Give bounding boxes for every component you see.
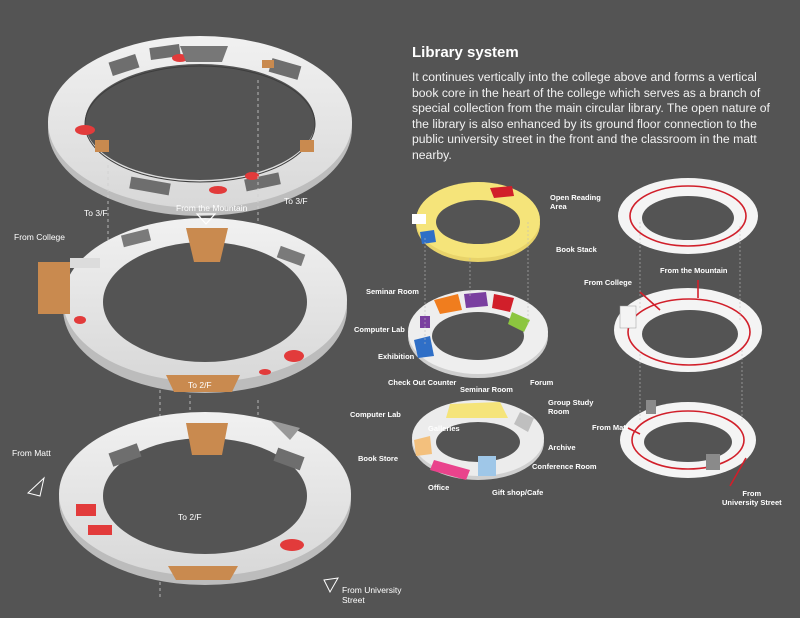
label-computer-lab-top: Computer Lab — [354, 325, 405, 334]
label-gift-shop-cafe: Gift shop/Cafe — [492, 488, 544, 497]
label-from-university-street: From University Street — [342, 585, 402, 605]
plan-level-3 — [48, 36, 352, 216]
label-galleries: Galleries — [428, 424, 460, 433]
label-circ-from-college: From College — [584, 278, 632, 287]
label-open-reading-area: Open Reading Area — [550, 193, 601, 211]
label-to-2f-low: To 2/F — [178, 512, 202, 522]
label-from-college: From College — [14, 232, 66, 242]
circulation-level-3 — [618, 178, 758, 254]
label-book-stack: Book Stack — [556, 245, 597, 254]
program-level-1 — [412, 400, 544, 480]
label-office: Office — [428, 483, 450, 492]
label-group-study-room: Group Study Room — [548, 398, 594, 416]
plan-level-1 — [26, 412, 351, 594]
label-circ-from-matt: From Matt — [592, 423, 629, 432]
label-forum: Forum — [530, 378, 554, 387]
label-circ-from-the-mountain: From the Mountain — [660, 266, 728, 275]
section-description: It continues vertically into the college… — [412, 70, 770, 162]
label-computer-lab-low: Computer Lab — [350, 410, 401, 419]
label-check-out-counter: Check Out Counter — [388, 378, 457, 387]
label-to-3f-left: To 3/F — [84, 208, 108, 218]
label-to-2f-mid: To 2/F — [188, 380, 212, 390]
label-to-3f-right: To 3/F — [284, 196, 308, 206]
label-from-the-mountain: From the Mountain — [176, 203, 248, 213]
circulation-level-1 — [620, 400, 756, 487]
label-seminar-room-top: Seminar Room — [366, 287, 419, 296]
label-exhibition: Exhibition — [378, 352, 415, 361]
label-circ-from-university-street: From University Street — [722, 489, 782, 507]
label-seminar-room-mid: Seminar Room — [460, 385, 513, 394]
program-level-3 — [412, 182, 540, 262]
program-level-2 — [408, 290, 548, 378]
plan-level-2 — [38, 213, 347, 393]
label-from-matt: From Matt — [12, 448, 51, 458]
label-conference-room: Conference Room — [532, 462, 597, 471]
circulation-level-2 — [614, 280, 762, 372]
label-book-store: Book Store — [358, 454, 399, 463]
section-title: Library system — [412, 44, 519, 61]
label-archive: Archive — [548, 443, 576, 452]
